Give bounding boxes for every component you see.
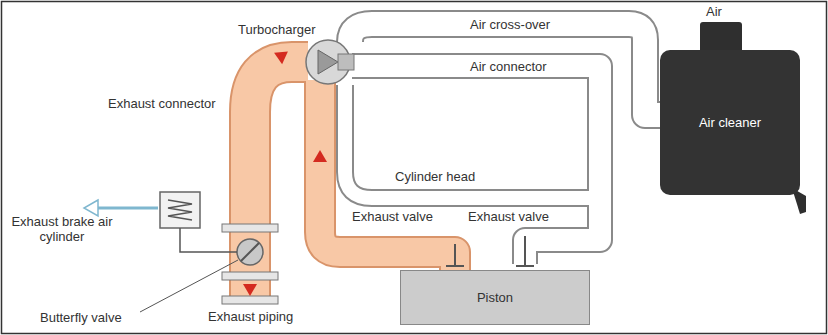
- part-label: Exhaust brake air cylinder: [6, 214, 118, 244]
- part-label: Exhaust piping: [206, 309, 295, 324]
- node-text: Piston: [477, 290, 513, 305]
- turbocharger-symbol: [306, 40, 354, 84]
- part-label: Butterfly valve: [40, 310, 122, 325]
- part-label: Cylinder head: [395, 169, 475, 184]
- air-pipes: [345, 24, 665, 264]
- flow-arrows: [243, 46, 327, 296]
- part-label: Air connector: [470, 59, 547, 74]
- part-label: Exhaust valve: [352, 209, 433, 224]
- part-label: Exhaust valve: [468, 209, 549, 224]
- node-text: Air cleaner: [699, 115, 761, 130]
- air-cleaner-box: Air cleaner: [660, 50, 800, 195]
- valve-symbols: [446, 236, 534, 266]
- leader-line: [140, 260, 238, 312]
- part-label: Air: [706, 4, 722, 19]
- part-label: Turbocharger: [238, 22, 316, 37]
- piston-box: Piston: [400, 270, 590, 325]
- part-label: Exhaust connector: [108, 96, 216, 111]
- part-label: Air cross-over: [470, 17, 550, 32]
